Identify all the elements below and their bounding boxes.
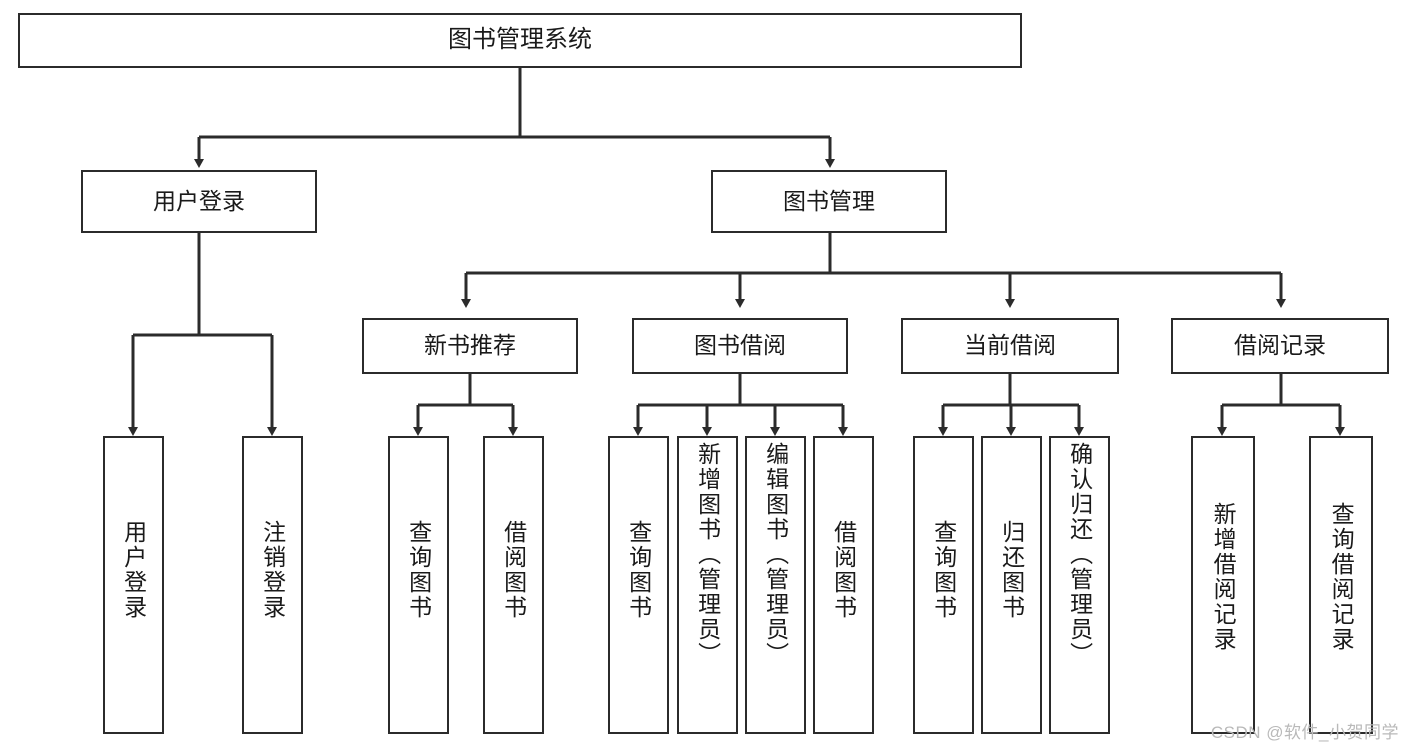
node-label: 图书借阅 [694, 332, 786, 359]
node-label: 借阅图书 [830, 520, 857, 620]
leaf-current-confirm-return[interactable]: 确认归还（管理员） [1049, 436, 1110, 734]
node-book-management[interactable]: 图书管理 [711, 170, 947, 233]
leaf-current-query-book[interactable]: 查询图书 [913, 436, 974, 734]
node-root-system[interactable]: 图书管理系统 [18, 13, 1022, 68]
node-label: 确认归还（管理员） [1066, 442, 1093, 667]
node-current-borrow[interactable]: 当前借阅 [901, 318, 1119, 374]
node-label: 查询图书 [930, 520, 957, 620]
node-label: 查询图书 [405, 520, 432, 620]
csdn-watermark: CSDN @软件_小贺同学 [1210, 723, 1399, 742]
leaf-user-login[interactable]: 用户登录 [103, 436, 164, 734]
node-label: 图书管理 [783, 187, 875, 214]
node-label: 图书管理系统 [448, 26, 592, 54]
node-user-login[interactable]: 用户登录 [81, 170, 317, 233]
leaf-user-logout[interactable]: 注销登录 [242, 436, 303, 734]
leaf-record-add[interactable]: 新增借阅记录 [1191, 436, 1255, 734]
node-label: 查询图书 [625, 520, 652, 620]
leaf-record-query[interactable]: 查询借阅记录 [1309, 436, 1373, 734]
node-label: 注销登录 [259, 520, 286, 620]
leaf-borrow-add-book[interactable]: 新增图书（管理员） [677, 436, 738, 734]
leaf-current-return-book[interactable]: 归还图书 [981, 436, 1042, 734]
node-label: 借阅图书 [500, 520, 527, 620]
node-label: 新书推荐 [424, 332, 516, 359]
leaf-new-book-borrow[interactable]: 借阅图书 [483, 436, 544, 734]
node-label: 用户登录 [153, 187, 245, 214]
node-label: 当前借阅 [964, 332, 1056, 359]
leaf-borrow-query-book[interactable]: 查询图书 [608, 436, 669, 734]
node-label: 新增图书（管理员） [694, 442, 721, 667]
node-book-borrow[interactable]: 图书借阅 [632, 318, 848, 374]
node-borrow-record[interactable]: 借阅记录 [1171, 318, 1389, 374]
node-label: 用户登录 [120, 520, 147, 620]
node-label: 借阅记录 [1234, 332, 1326, 359]
leaf-borrow-borrow-book[interactable]: 借阅图书 [813, 436, 874, 734]
node-label: 新增借阅记录 [1210, 502, 1237, 652]
leaf-new-book-query[interactable]: 查询图书 [388, 436, 449, 734]
node-label: 查询借阅记录 [1328, 502, 1355, 652]
node-new-book-recommend[interactable]: 新书推荐 [362, 318, 578, 374]
node-label: 归还图书 [998, 520, 1025, 620]
node-label: 编辑图书（管理员） [762, 442, 789, 667]
leaf-borrow-edit-book[interactable]: 编辑图书（管理员） [745, 436, 806, 734]
